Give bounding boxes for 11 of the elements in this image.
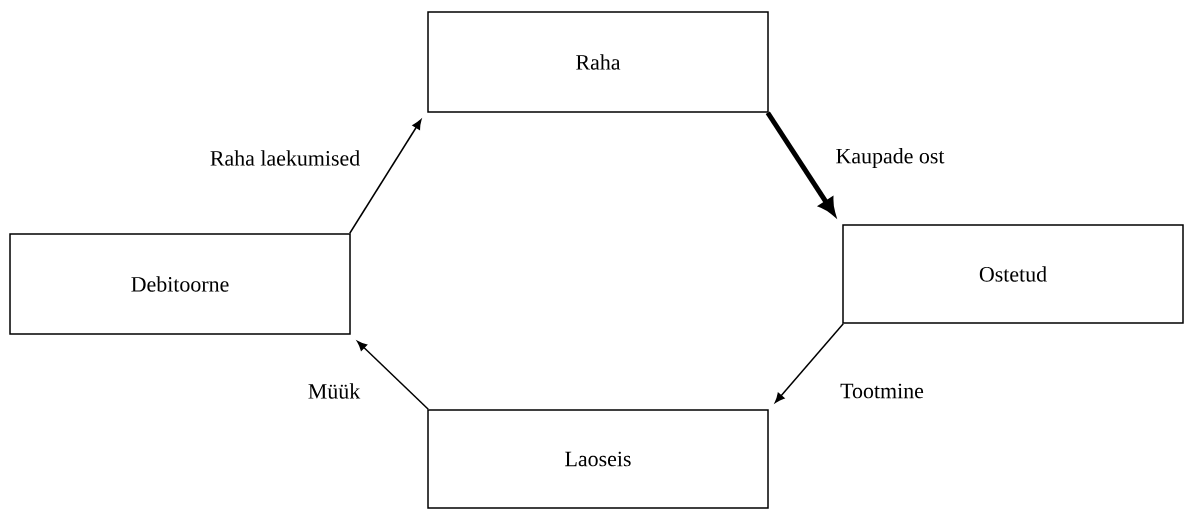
edge-label: Müük: [306, 382, 362, 400]
edge-label: Kaupade ost: [834, 147, 946, 169]
arrow: [349, 119, 422, 234]
process-box: Debitoorne: [9, 233, 351, 335]
process-box: Ostetud: [842, 224, 1184, 324]
process-box: Raha: [427, 11, 769, 113]
arrow: [774, 323, 844, 403]
process-box: Laoseis: [427, 409, 769, 509]
arrow: [357, 340, 429, 410]
edge-label: Raha laekumised: [208, 149, 362, 167]
edge-label: Tootmine: [839, 382, 925, 400]
